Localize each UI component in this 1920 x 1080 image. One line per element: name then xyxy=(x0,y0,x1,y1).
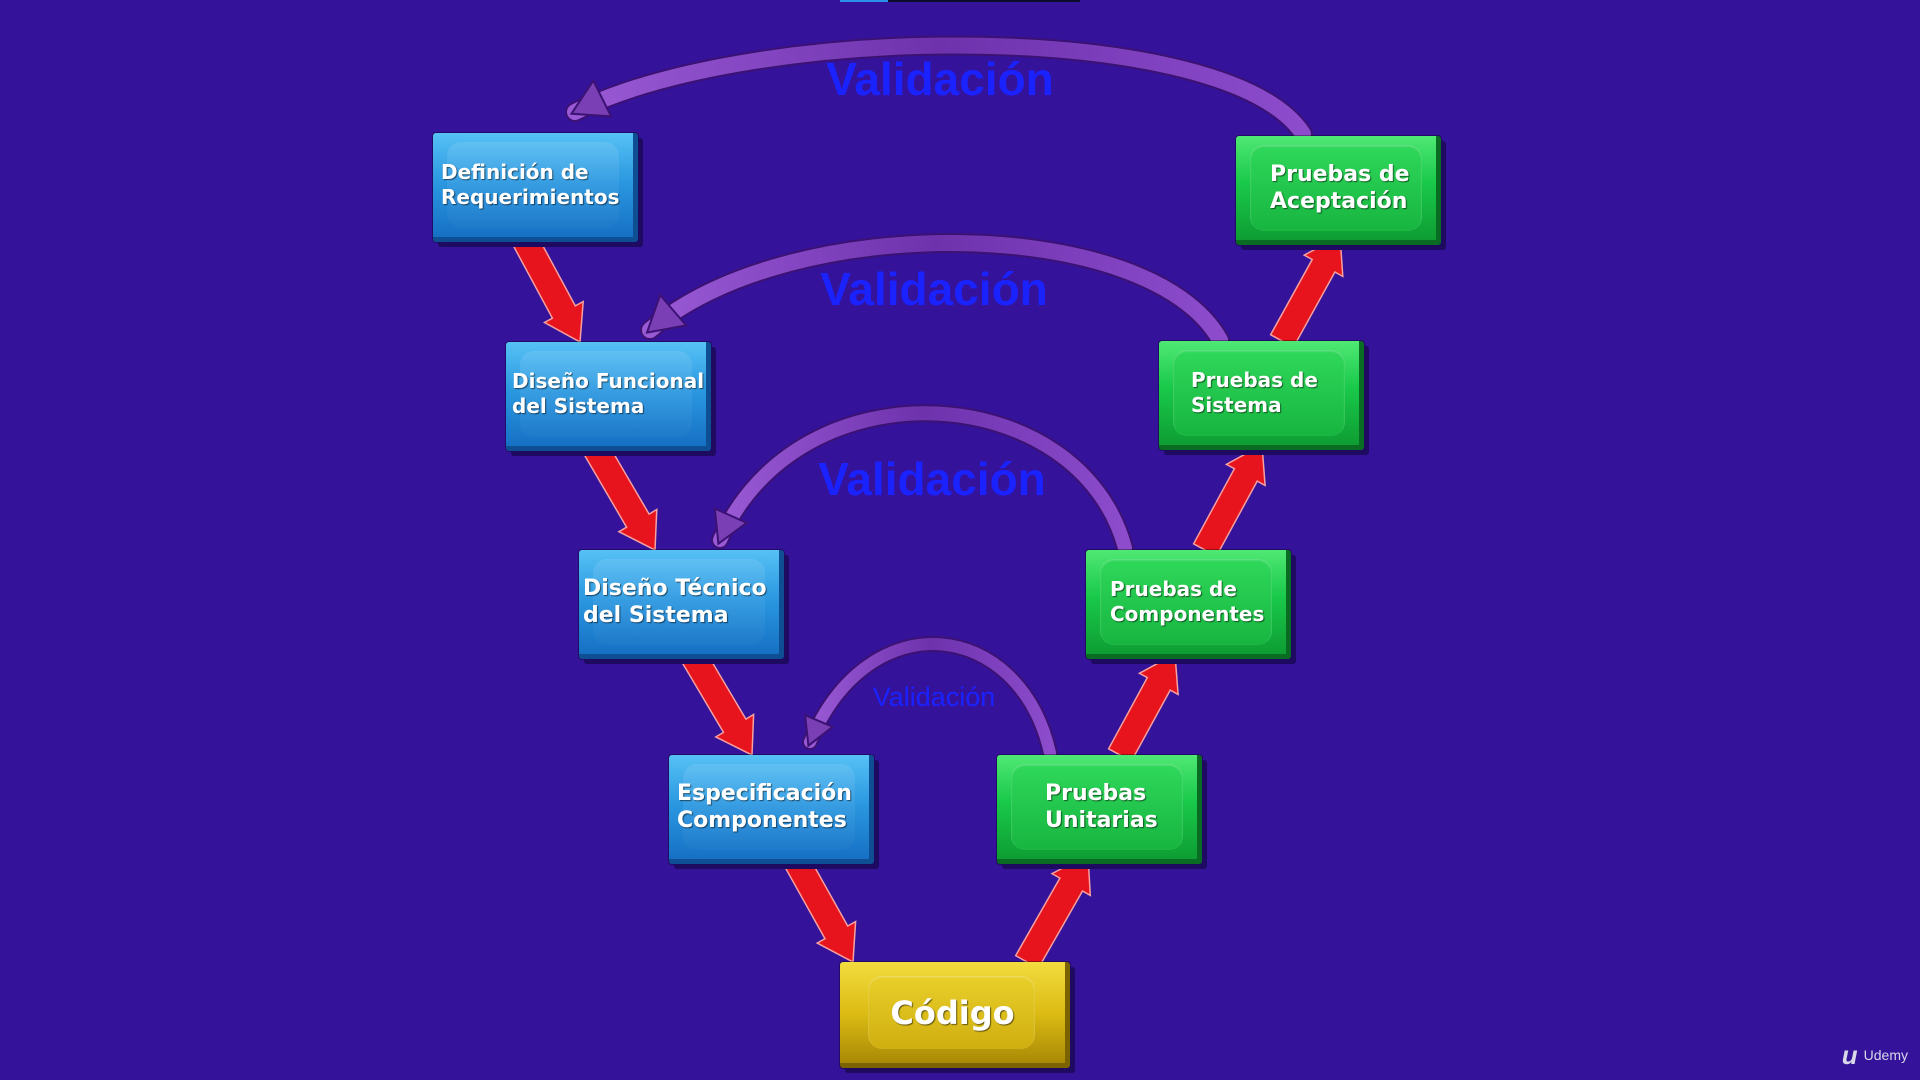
udemy-watermark: u Udemy xyxy=(1842,1042,1908,1068)
phase-label: Pruebas de Componentes xyxy=(1110,577,1265,626)
validation-arc xyxy=(713,406,1132,555)
phase-label: Diseño Funcional del Sistema xyxy=(512,369,705,418)
phase-label: Especificación Componentes xyxy=(677,780,852,834)
phase-code: Código xyxy=(840,962,1070,1068)
validation-arc xyxy=(567,37,1311,142)
phase-component-specification: Especificación Componentes xyxy=(669,755,874,864)
up-arrow xyxy=(1107,652,1179,763)
phase-system-testing: Pruebas de Sistema xyxy=(1159,341,1364,450)
phase-component-testing: Pruebas de Componentes xyxy=(1086,550,1291,659)
validation-label: Validación xyxy=(820,263,1048,315)
down-arrow xyxy=(784,854,857,964)
validation-arc-head xyxy=(569,78,613,118)
validation-arc-head xyxy=(645,293,688,334)
up-arrow xyxy=(1269,234,1344,349)
phase-label: Pruebas Unitarias xyxy=(1045,780,1158,834)
phase-requirements-definition: Definición de Requerimientos xyxy=(433,133,638,242)
phase-label: Definición de Requerimientos xyxy=(441,160,620,209)
phase-acceptance-testing: Pruebas de Aceptación xyxy=(1236,136,1441,245)
validation-label: Validación xyxy=(826,53,1054,105)
top-progress-accent xyxy=(840,0,888,2)
up-arrow xyxy=(1014,853,1092,970)
validation-arc-head xyxy=(713,506,749,546)
down-arrow xyxy=(512,232,585,344)
phase-label: Pruebas de Sistema xyxy=(1191,368,1318,417)
validation-label: Validación xyxy=(872,682,996,712)
validation-arc-head xyxy=(803,713,835,748)
phase-unit-testing: Pruebas Unitarias xyxy=(997,755,1202,864)
phase-label: Código xyxy=(890,993,1015,1032)
phase-label: Pruebas de Aceptación xyxy=(1270,161,1410,215)
validation-label: Validación xyxy=(818,453,1046,505)
validation-arc xyxy=(804,638,1056,759)
brand-name: Udemy xyxy=(1863,1047,1908,1063)
phase-functional-design: Diseño Funcional del Sistema xyxy=(506,342,711,451)
up-arrow xyxy=(1192,443,1266,558)
top-progress-bar xyxy=(840,0,1080,2)
validation-arc xyxy=(642,235,1228,348)
down-arrow xyxy=(583,441,658,552)
down-arrow xyxy=(681,649,755,757)
phase-technical-design: Diseño Técnico del Sistema xyxy=(579,550,784,659)
udemy-logo-icon: u xyxy=(1841,1040,1858,1070)
phase-label: Diseño Técnico del Sistema xyxy=(583,575,767,629)
